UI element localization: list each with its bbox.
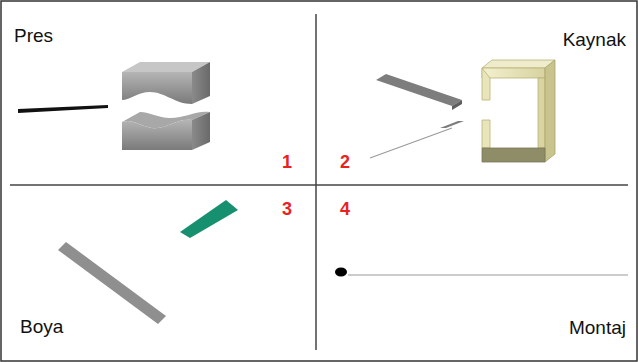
weld-plate — [452, 100, 462, 110]
station-name: Kaynak — [563, 30, 626, 49]
callout-number: 1 — [282, 153, 292, 171]
lower-die — [122, 112, 210, 150]
sheet-metal — [18, 105, 108, 113]
callout-number: 3 — [282, 200, 292, 218]
divider-line — [315, 14, 317, 350]
paint-bar — [58, 242, 166, 324]
station-name: Montaj — [569, 318, 626, 337]
weld-plate — [440, 121, 464, 128]
welded-frame — [482, 60, 555, 162]
assembly-line — [348, 274, 628, 275]
weld-plate — [376, 74, 462, 106]
leader-line — [370, 128, 452, 158]
upper-die — [122, 62, 210, 104]
painted-part — [180, 200, 238, 238]
assembly-dot — [335, 268, 347, 277]
station-name: Pres — [14, 26, 53, 45]
callout-number: 4 — [340, 200, 350, 218]
station-name: Boya — [20, 317, 63, 336]
callout-number: 2 — [340, 153, 350, 171]
divider-line — [10, 184, 628, 186]
